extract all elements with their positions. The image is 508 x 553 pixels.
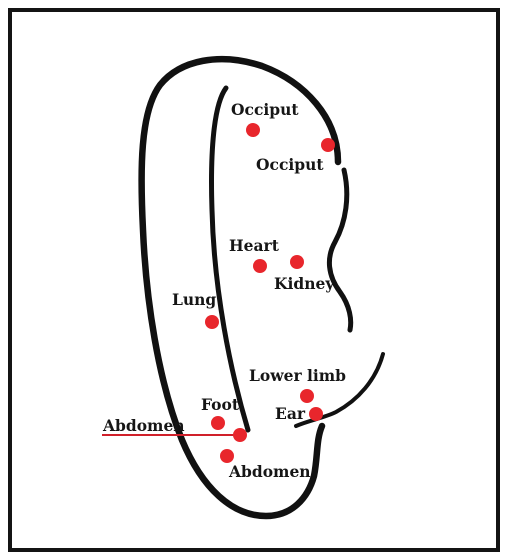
label-foot: Foot <box>201 395 240 414</box>
label-abdomen-bottom: Abdomen <box>228 462 311 481</box>
lung-point <box>205 315 219 329</box>
occiput-top-point <box>246 123 260 137</box>
lower-limb-point <box>300 389 314 403</box>
label-lung: Lung <box>172 290 216 309</box>
abdomen-point-upper <box>233 428 247 442</box>
foot-point <box>211 416 225 430</box>
label-ear: Ear <box>275 404 306 423</box>
abdomen-point-lower <box>220 449 234 463</box>
kidney-point <box>290 255 304 269</box>
label-occiput-top: Occiput <box>231 100 299 119</box>
heart-point <box>253 259 267 273</box>
label-abdomen-left: Abdomen <box>102 416 185 435</box>
label-kidney: Kidney <box>274 274 335 293</box>
ear-point <box>309 407 323 421</box>
label-heart: Heart <box>229 236 280 255</box>
label-lower-limb: Lower limb <box>249 366 346 385</box>
ear-right-contour <box>329 170 350 330</box>
occiput-right-point <box>321 138 335 152</box>
label-occiput-right: Occiput <box>256 155 324 174</box>
ear-inner-antihelix <box>212 88 248 430</box>
